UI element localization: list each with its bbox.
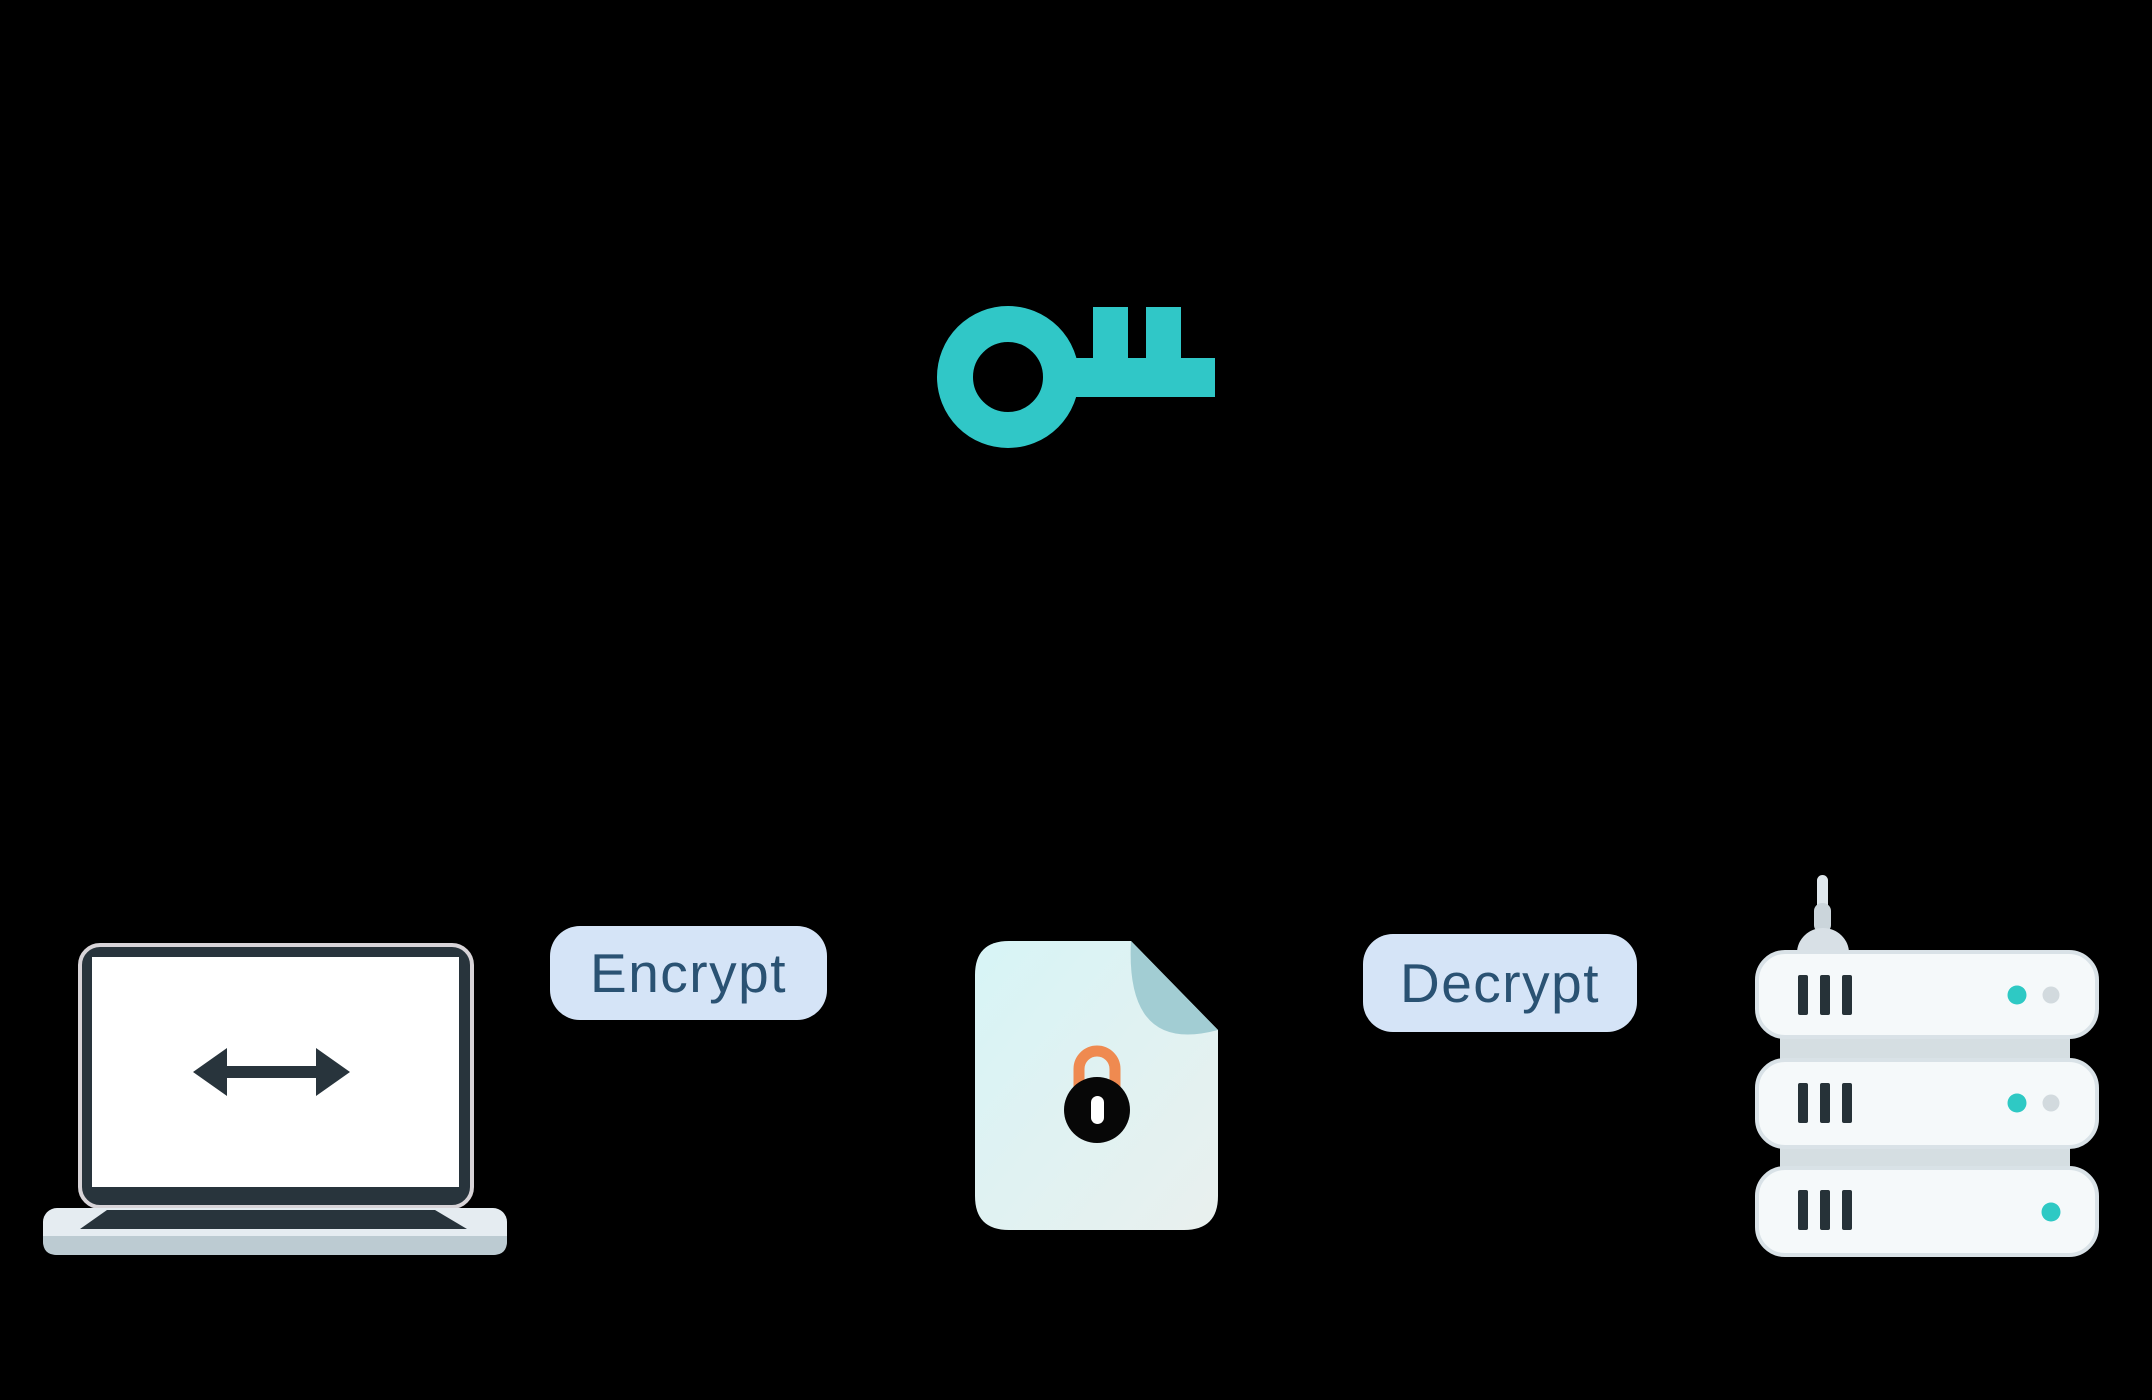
key-icon	[937, 306, 1215, 448]
server-stack-icon	[1755, 875, 2099, 1257]
decrypt-label-text: Decrypt	[1400, 952, 1600, 1014]
led-indicator-gray	[2042, 1094, 2060, 1112]
encrypt-label-text: Encrypt	[590, 942, 787, 1004]
led-indicator-teal	[2041, 1202, 2061, 1222]
padlock-keyhole	[1091, 1096, 1104, 1124]
led-indicator-teal	[2007, 985, 2027, 1005]
encrypt-label: Encrypt	[550, 926, 827, 1020]
server-vents	[1798, 1083, 1852, 1123]
left-right-arrow-icon	[193, 1048, 350, 1096]
antenna-icon	[1797, 875, 1849, 953]
server-vents	[1798, 1190, 1852, 1230]
key-shaft	[1068, 358, 1215, 397]
key-tooth	[1093, 307, 1128, 397]
server-vents	[1798, 975, 1852, 1015]
locked-document-icon	[975, 941, 1218, 1230]
key-ring	[937, 306, 1079, 448]
laptop-hinge-notch	[80, 1210, 467, 1229]
server-unit	[1755, 1166, 2099, 1257]
padlock-shackle	[1073, 1045, 1121, 1088]
server-unit	[1755, 1058, 2099, 1149]
laptop-base-band	[43, 1236, 507, 1255]
led-indicator-gray	[2042, 986, 2060, 1004]
led-indicator-teal	[2007, 1093, 2027, 1113]
decrypt-label: Decrypt	[1363, 934, 1637, 1032]
key-tooth	[1146, 307, 1181, 397]
laptop-icon	[43, 943, 507, 1255]
document-fold	[1130, 941, 1218, 1035]
server-unit	[1755, 950, 2099, 1039]
padlock-icon	[1064, 1045, 1130, 1143]
